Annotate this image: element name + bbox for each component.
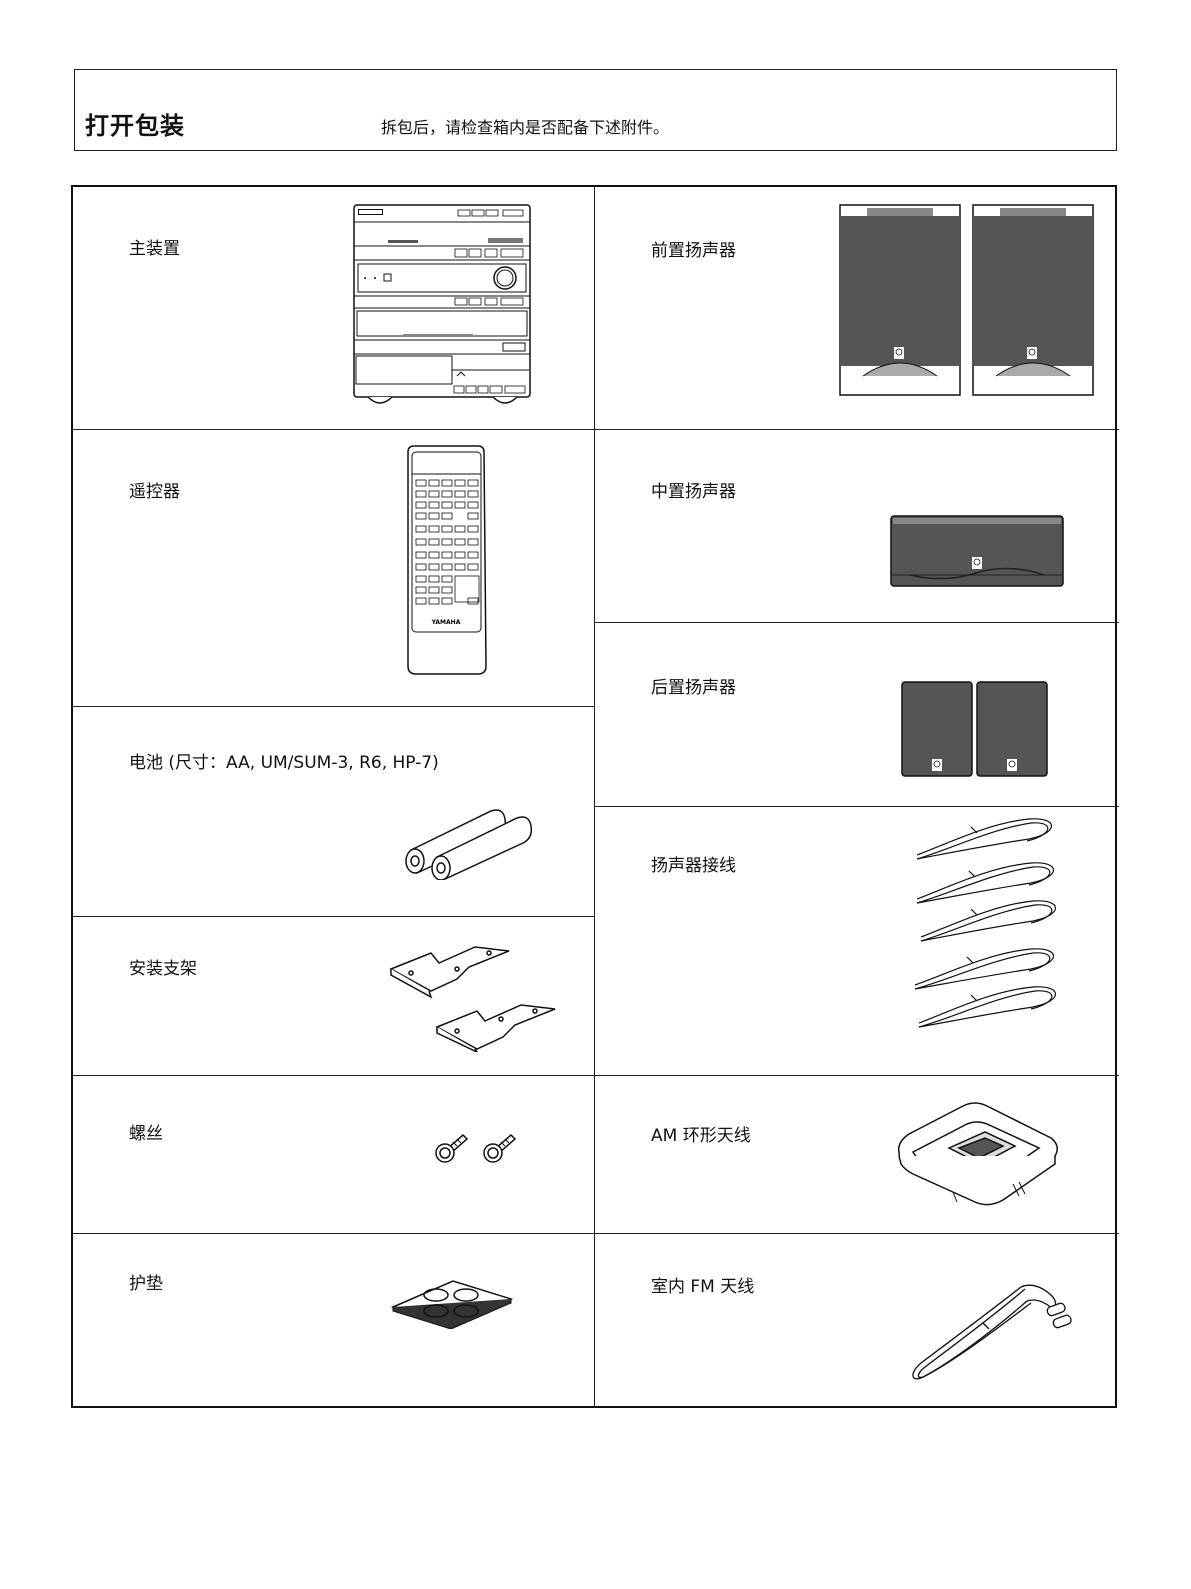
remote-illustration: YAMAHA xyxy=(404,444,489,677)
label-center-speaker: 中置扬声器 xyxy=(651,477,736,502)
label-pads: 护垫 xyxy=(129,1269,163,1294)
row-divider xyxy=(73,429,594,430)
row-divider xyxy=(594,429,1119,430)
batteries-illustration xyxy=(403,805,533,880)
fm-antenna-illustration xyxy=(903,1279,1078,1389)
row-divider xyxy=(73,1075,1119,1076)
row-divider xyxy=(73,706,594,707)
label-screws: 螺丝 xyxy=(129,1119,163,1144)
label-am-antenna: AM 环形天线 xyxy=(651,1121,751,1146)
label-fm-antenna: 室内 FM 天线 xyxy=(651,1272,754,1297)
remote-brand-logo: YAMAHA xyxy=(431,619,461,626)
label-brackets: 安装支架 xyxy=(129,954,197,979)
rear-speakers-illustration xyxy=(901,681,1049,777)
row-divider xyxy=(594,806,1119,807)
row-divider xyxy=(73,916,594,917)
label-remote: 遥控器 xyxy=(129,477,180,502)
center-speaker-illustration xyxy=(890,515,1064,587)
label-speaker-cables: 扬声器接线 xyxy=(651,851,736,876)
main-unit-illustration xyxy=(353,204,533,409)
front-speakers-illustration xyxy=(839,204,1095,397)
pads-illustration xyxy=(391,1277,513,1329)
accessory-table: 主装置 xyxy=(71,185,1117,1408)
row-divider xyxy=(73,1233,1119,1234)
screws-illustration xyxy=(433,1127,523,1167)
row-divider xyxy=(594,622,1119,623)
speaker-cables-illustration xyxy=(909,813,1069,1043)
label-front-speakers: 前置扬声器 xyxy=(651,236,736,261)
label-rear-speakers: 后置扬声器 xyxy=(651,673,736,698)
brackets-illustration xyxy=(389,927,557,1052)
am-antenna-illustration xyxy=(893,1102,1063,1210)
page-title: 打开包装 xyxy=(85,106,185,141)
header-description: 拆包后，请检查箱内是否配备下述附件。 xyxy=(381,114,669,138)
header-box: 打开包装 拆包后，请检查箱内是否配备下述附件。 xyxy=(74,69,1117,151)
label-batteries: 电池 (尺寸：AA, UM/SUM-3, R6, HP-7) xyxy=(129,748,439,773)
label-main-unit: 主装置 xyxy=(129,234,180,259)
column-divider xyxy=(594,187,595,1406)
